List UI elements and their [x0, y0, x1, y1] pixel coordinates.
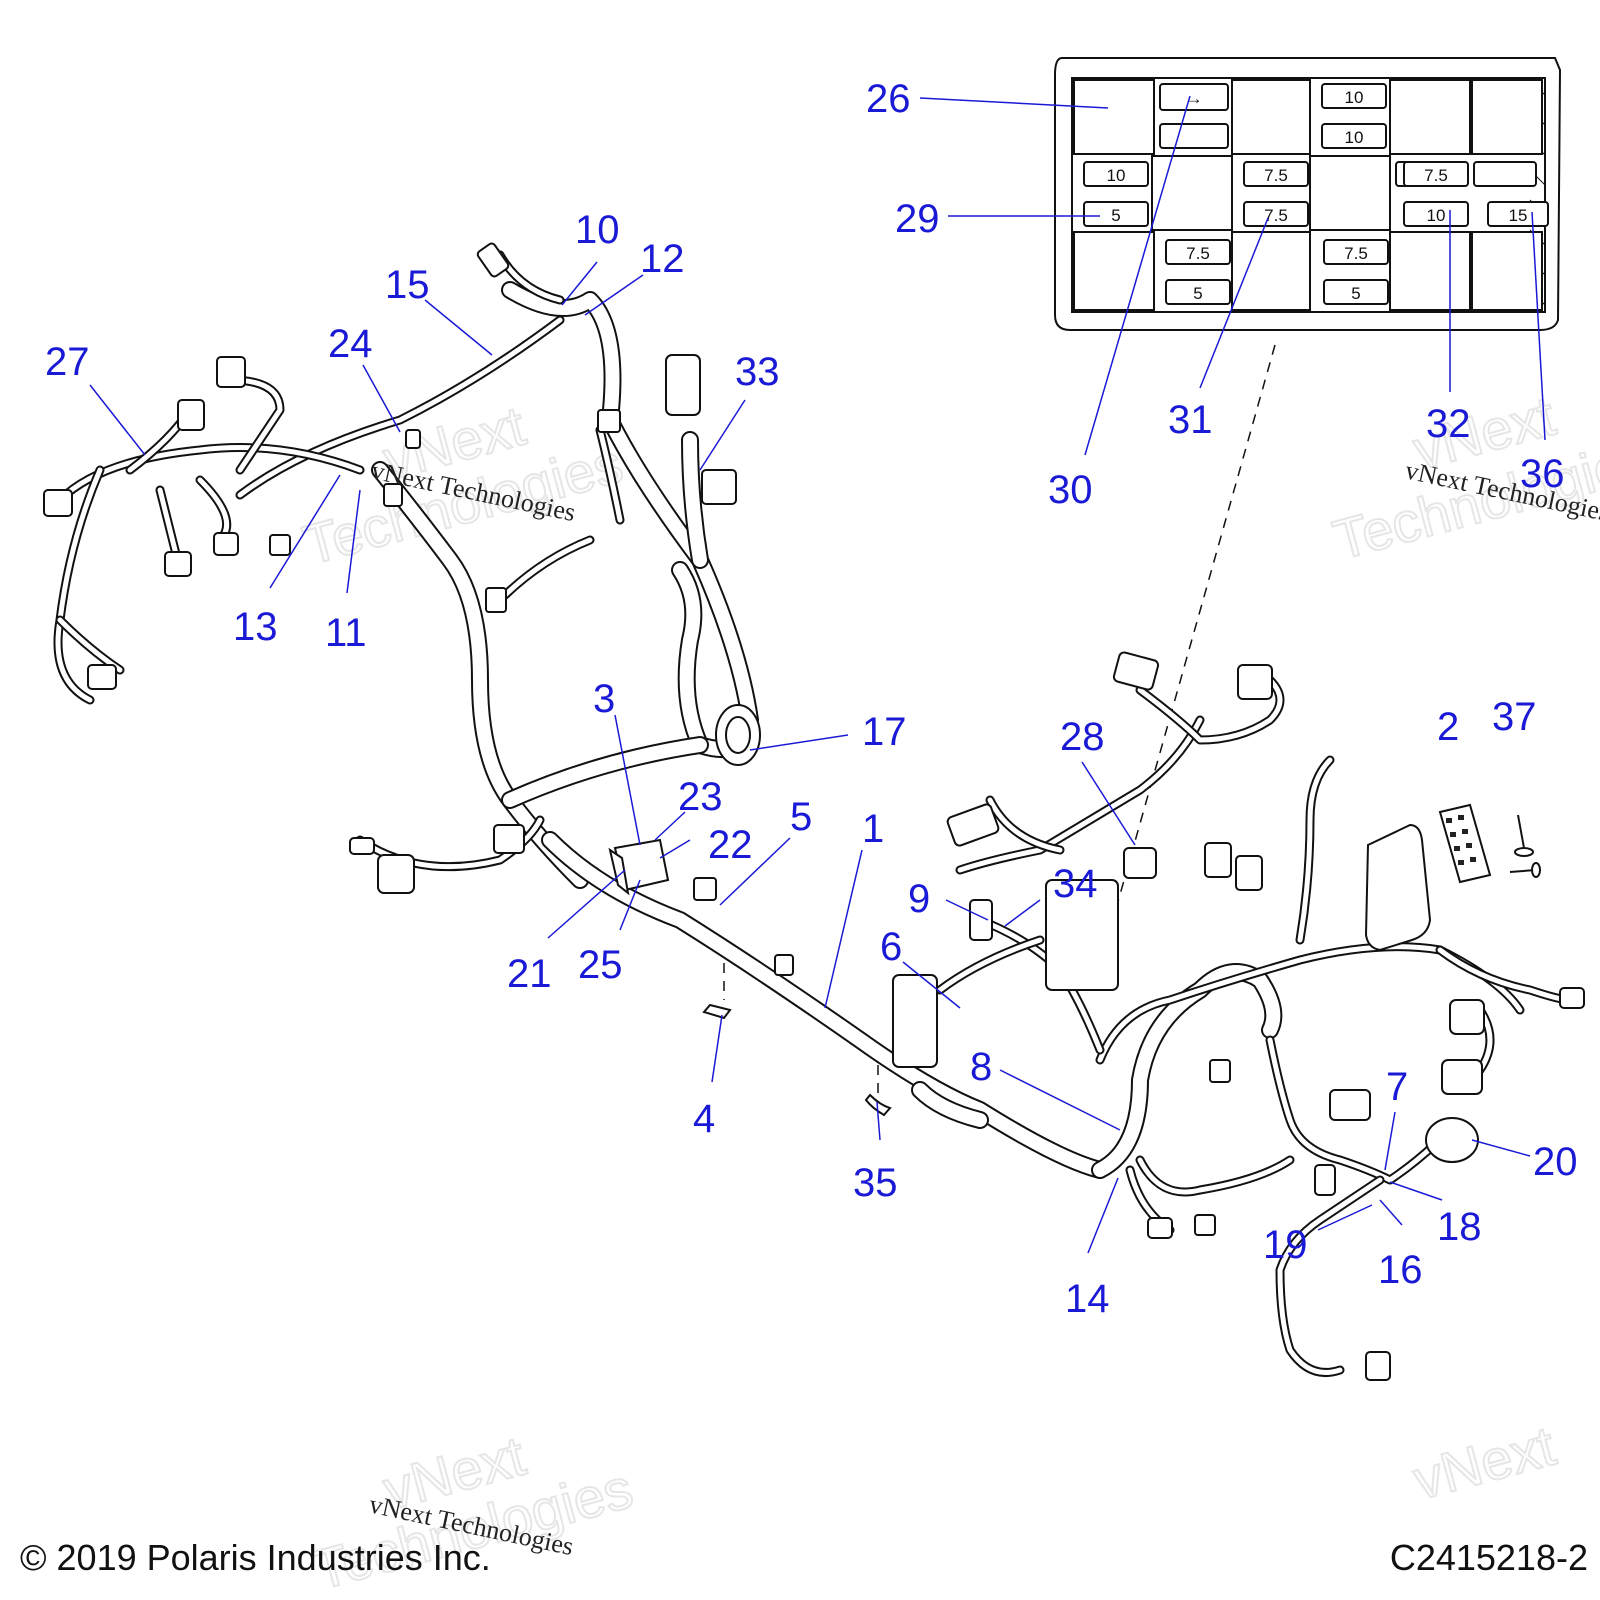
callout-36: 36 [1520, 452, 1565, 496]
callout-18: 18 [1437, 1205, 1482, 1249]
callout-17: 17 [862, 710, 907, 754]
callout-27: 27 [45, 340, 90, 384]
svg-text:10: 10 [1107, 166, 1126, 185]
relay-arrow-icon: → [1186, 89, 1203, 108]
reference-dashed-line [1109, 344, 1276, 931]
svg-text:vNext: vNext [1407, 1414, 1562, 1512]
fuse-5-e: 5 [1323, 279, 1389, 305]
fuse-box: → 10 10 10 5 7.5 7.5 [1054, 57, 1562, 331]
fuse-10-top-1: 10 [1321, 83, 1387, 109]
callout-6: 6 [880, 925, 902, 969]
svg-text:7.5: 7.5 [1424, 166, 1448, 185]
svg-text:7.5: 7.5 [1344, 244, 1368, 263]
fuse-10-left: 10 [1083, 161, 1149, 187]
svg-text:5: 5 [1193, 284, 1202, 303]
callout-3: 3 [593, 677, 615, 721]
callout-16: 16 [1378, 1248, 1423, 1292]
main-harness [541, 651, 1585, 1381]
part-code: C2415218-2 [1390, 1537, 1588, 1578]
callout-10: 10 [575, 208, 620, 252]
callout-7: 7 [1386, 1065, 1408, 1109]
callout-25: 25 [578, 943, 623, 987]
svg-text:10: 10 [1427, 206, 1446, 225]
fuse-7-5-e: 7.5 [1323, 239, 1389, 265]
callout-24: 24 [328, 322, 373, 366]
fuse-7-5-d: 7.5 [1165, 239, 1231, 265]
callout-14: 14 [1065, 1277, 1110, 1321]
callout-15: 15 [385, 263, 430, 307]
svg-text:10: 10 [1345, 128, 1364, 147]
fuse-10-right: 10 [1403, 201, 1469, 227]
callout-30: 30 [1048, 468, 1093, 512]
callout-23: 23 [678, 775, 723, 819]
callout-19: 19 [1263, 1223, 1308, 1267]
upper-harness [43, 242, 761, 894]
callout-21: 21 [507, 952, 552, 996]
fuse-5-left: 5 [1083, 201, 1149, 227]
svg-text:7.5: 7.5 [1264, 166, 1288, 185]
callout-5: 5 [790, 795, 812, 839]
leader-lines [89, 95, 1546, 1254]
fuse-7-5-b: 7.5 [1243, 201, 1309, 227]
callout-28: 28 [1060, 715, 1105, 759]
callout-20: 20 [1533, 1140, 1578, 1184]
svg-text:10: 10 [1345, 88, 1364, 107]
callout-8: 8 [970, 1045, 992, 1089]
svg-text:7.5: 7.5 [1264, 206, 1288, 225]
callout-35: 35 [853, 1161, 898, 1205]
fuse-7-5-c: 7.5 [1403, 161, 1469, 187]
fuse-15: 15 [1487, 201, 1549, 227]
svg-text:7.5: 7.5 [1186, 244, 1210, 263]
callout-32: 32 [1426, 402, 1471, 446]
callout-26: 26 [866, 77, 911, 121]
callout-22: 22 [708, 823, 753, 867]
callout-2: 2 [1437, 705, 1459, 749]
watermarks: vNext Technologies vNext Technologies vN… [367, 456, 1600, 1562]
fuse-7-5-a: 7.5 [1243, 161, 1309, 187]
callout-1: 1 [862, 807, 884, 851]
svg-text:5: 5 [1351, 284, 1360, 303]
callout-33: 33 [735, 350, 780, 394]
callout-34: 34 [1053, 862, 1098, 906]
callout-13: 13 [233, 605, 278, 649]
fuse-10-top-2: 10 [1321, 123, 1387, 149]
svg-text:15: 15 [1509, 206, 1528, 225]
fuse-5-d: 5 [1165, 279, 1231, 305]
svg-text:5: 5 [1111, 206, 1120, 225]
footer: © 2019 Polaris Industries Inc. C2415218-… [20, 1537, 1588, 1578]
callout-12: 12 [640, 237, 685, 281]
callout-37: 37 [1492, 695, 1537, 739]
watermark-ghosts: vNext Technologies vNext Technologies vN… [296, 383, 1600, 1600]
callout-29: 29 [895, 197, 940, 241]
callout-9: 9 [908, 877, 930, 921]
callout-4: 4 [693, 1097, 715, 1141]
copyright-text: © 2019 Polaris Industries Inc. [20, 1537, 491, 1578]
callout-31: 31 [1168, 398, 1213, 442]
callouts: 1 2 3 4 5 6 7 8 9 10 11 12 13 14 15 16 1… [45, 77, 1578, 1321]
callout-11: 11 [325, 611, 367, 655]
